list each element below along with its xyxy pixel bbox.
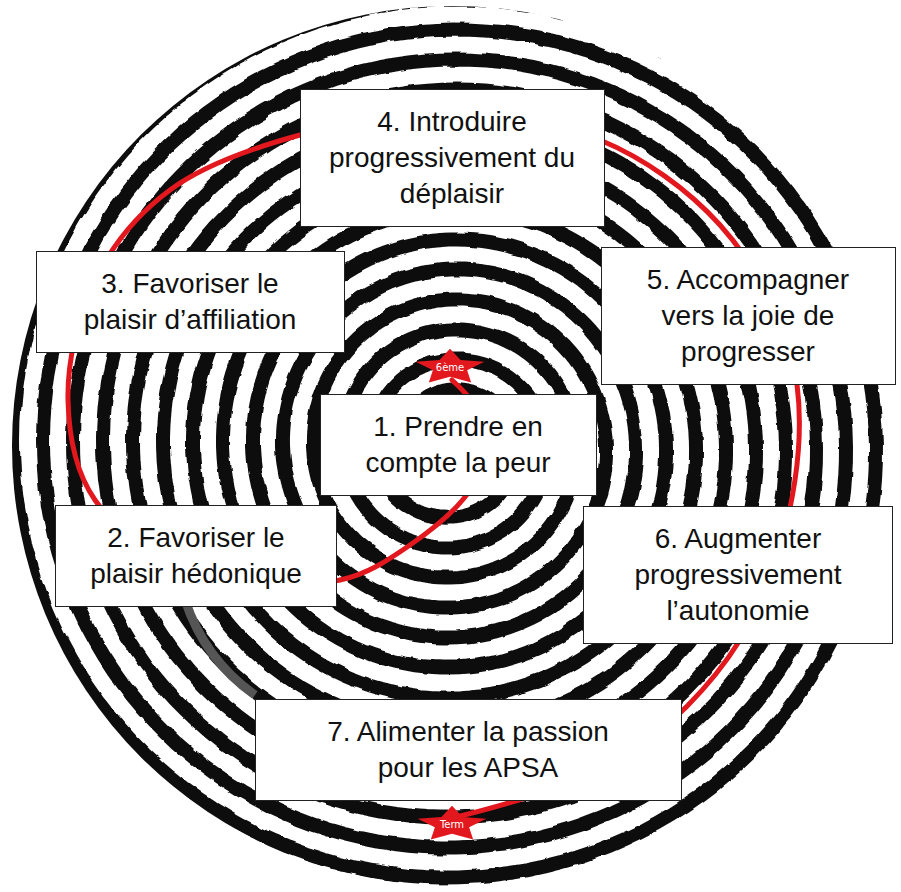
step-label: 2. Favoriser le plaisir hédonique	[76, 520, 316, 592]
step-box: 2. Favoriser le plaisir hédonique	[55, 505, 337, 607]
grey-arc	[185, 600, 255, 695]
step-box: 5. Accompagner vers la joie de progresse…	[601, 247, 896, 385]
step-label: 5. Accompagner vers la joie de progresse…	[623, 262, 873, 370]
step-box: 4. Introduire progressivement du déplais…	[300, 89, 605, 227]
step-box: 1. Prendre en compte la peur	[320, 394, 597, 496]
step-label: 1. Prendre en compte la peur	[338, 409, 578, 481]
step-box: 6. Augmenter progressivement l’autonomie	[583, 506, 893, 644]
level-star: Term	[416, 805, 488, 841]
step-label: 4. Introduire progressivement du déplais…	[327, 104, 577, 212]
step-box: 3. Favoriser le plaisir d’affiliation	[36, 251, 345, 353]
star-label: Term	[440, 816, 464, 830]
step-label: 3. Favoriser le plaisir d’affiliation	[70, 266, 310, 338]
step-label: 7. Alimenter la passion pour les APSA	[308, 714, 628, 786]
step-box: 7. Alimenter la passion pour les APSA	[255, 699, 682, 801]
star-label: 6ème	[436, 359, 464, 373]
level-star: 6ème	[414, 348, 486, 384]
step-label: 6. Augmenter progressivement l’autonomie	[613, 521, 863, 629]
